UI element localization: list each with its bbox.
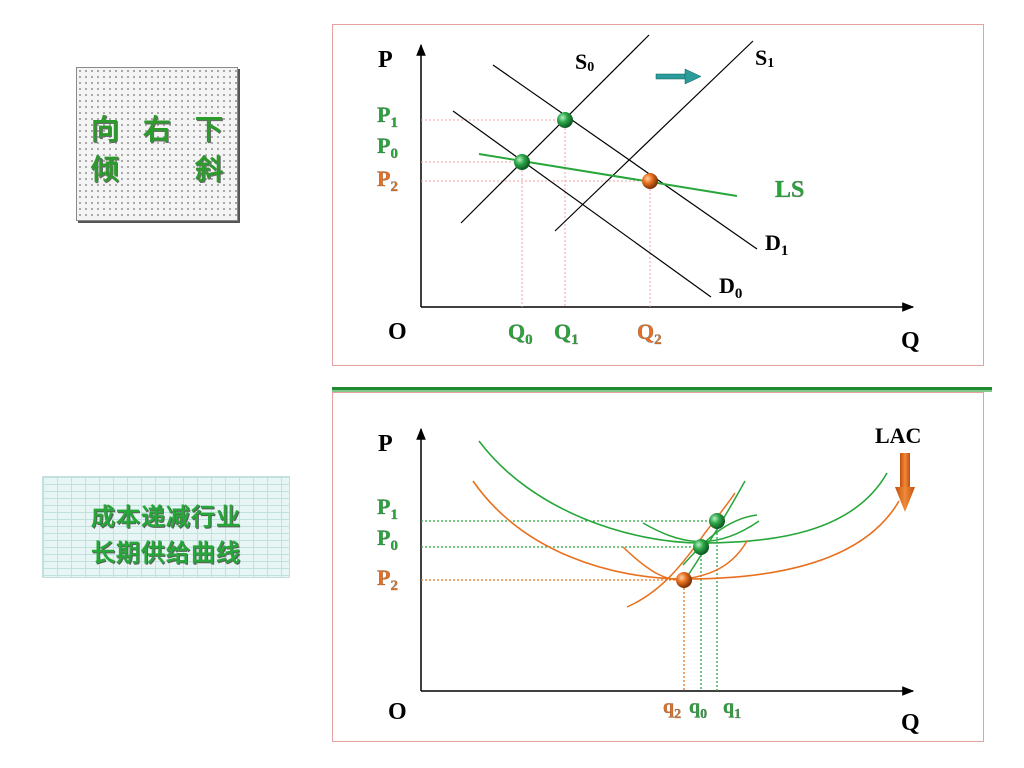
bottom-diagram-panel: LAC P Q O P1 P0 P2 q2 q0 q1 — [332, 392, 984, 742]
price-label-p2: P2 — [377, 565, 398, 594]
price-label-p1: P1 — [377, 494, 398, 523]
y-axis-label: P — [378, 47, 393, 73]
demand-curve-d0 — [452, 110, 712, 298]
price-label-p0: P0 — [377, 525, 398, 554]
quantity-label-q2: q2 — [663, 696, 681, 722]
note-char-5: 斜 — [195, 153, 224, 186]
x-axis-label: Q — [901, 710, 920, 736]
section-divider — [332, 380, 992, 392]
ls-label: LS — [775, 177, 804, 203]
title-box: 成本递减行业 长期供给曲线 — [42, 476, 290, 578]
smc-curve-green-2 — [682, 514, 758, 566]
supply-label-s0: S0 — [575, 49, 594, 75]
x-axis-label: Q — [901, 328, 920, 354]
shift-arrow — [655, 68, 702, 85]
top-diagram: P Q O P1 P0 P2 Q0 Q1 Q2 S0 S1 D1 D0 LS — [377, 34, 920, 354]
demand-curve-d1 — [492, 64, 758, 250]
quantity-label-q0: Q0 — [508, 319, 533, 348]
point-e0 — [693, 539, 709, 555]
price-label-p0: P0 — [377, 133, 398, 162]
point-e0 — [514, 154, 530, 170]
note-char-1: 向 — [91, 113, 120, 146]
point-e1 — [557, 112, 573, 128]
origin-label: O — [388, 319, 407, 345]
top-diagram-panel: P Q O P1 P0 P2 Q0 Q1 Q2 S0 S1 D1 D0 LS — [332, 24, 984, 366]
demand-label-d1: D1 — [765, 230, 788, 259]
supply-label-s1: S1 — [755, 45, 774, 71]
guide-lines — [421, 119, 651, 307]
note-box: 向 右 下 倾 斜 — [76, 67, 238, 221]
y-axis-label: P — [378, 431, 393, 457]
price-label-p1: P1 — [377, 102, 398, 131]
title-line-2: 长期供给曲线 — [91, 539, 241, 567]
quantity-label-q2: Q2 — [637, 319, 662, 348]
lac-shift-arrow — [895, 453, 915, 512]
smc-curve-green-1 — [682, 480, 746, 584]
point-e1 — [709, 513, 725, 529]
demand-label-d0: D0 — [719, 273, 742, 302]
supply-curve-s0 — [460, 34, 650, 224]
point-e2 — [676, 572, 692, 588]
point-e2 — [642, 173, 658, 189]
quantity-label-q1: Q1 — [554, 319, 579, 348]
title-line-1: 成本递减行业 — [91, 503, 241, 531]
divider-lines — [332, 387, 992, 392]
guide-lines — [421, 520, 718, 691]
lac-label: LAC — [875, 423, 921, 448]
quantity-label-q1: q1 — [723, 696, 741, 722]
quantity-label-q0: q0 — [689, 696, 707, 722]
smc-curve-orange — [626, 492, 736, 608]
lac-curve-green — [478, 440, 888, 544]
origin-label: O — [388, 699, 407, 725]
note-char-3: 下 — [195, 113, 224, 146]
note-char-2: 右 — [143, 113, 172, 146]
lac-curve-orange — [472, 480, 900, 580]
supply-curve-s1 — [554, 40, 754, 232]
note-char-4: 倾 — [91, 153, 120, 186]
bottom-diagram: LAC P Q O P1 P0 P2 q2 q0 q1 — [377, 423, 922, 736]
price-label-p2: P2 — [377, 166, 398, 195]
